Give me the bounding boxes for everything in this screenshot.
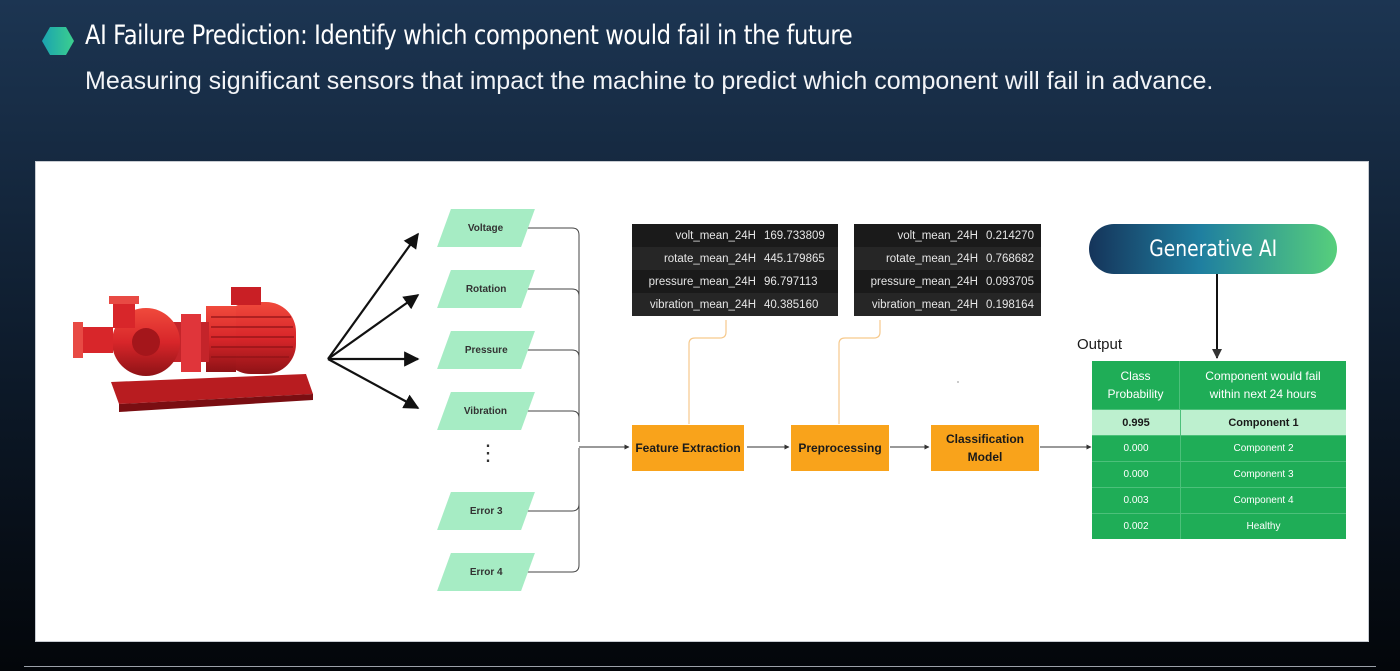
footer-divider [24, 666, 1376, 667]
input-error-3: Error 3 [437, 492, 535, 530]
input-vibration: Vibration [437, 392, 535, 430]
red-pump-image [73, 287, 313, 412]
page-title: AI Failure Prediction: Identify which co… [85, 20, 853, 51]
flow-connectors [327, 227, 1222, 573]
input-pressure: Pressure [437, 331, 535, 369]
preprocessing-step: Preprocessing [791, 425, 889, 471]
output-label: Output [1077, 336, 1123, 353]
input-rotation: Rotation [437, 270, 535, 308]
sensor-arrows [327, 232, 420, 409]
feature-extraction-step: Feature Extraction [632, 425, 744, 471]
input-voltage: Voltage [437, 209, 535, 247]
output-table: Class Probability Component would fail w… [1092, 361, 1346, 539]
hexagon-bullet-icon [42, 27, 74, 55]
generative-ai-pill: Generative AI [1089, 224, 1337, 274]
stray-dot [957, 381, 959, 383]
column-header: Component would fail within next 24 hour… [1205, 369, 1321, 401]
page-subtitle: Measuring significant sensors that impac… [85, 67, 1214, 95]
ellipsis: ⋮ [477, 440, 499, 465]
diagram-panel: Voltage Rotation Pressure Vibration ⋮ Er… [35, 161, 1369, 642]
input-error-4: Error 4 [437, 553, 535, 591]
classification-model-step: Classification Model [931, 425, 1039, 471]
output-table-header: Class Probability Component would fail w… [1092, 361, 1346, 409]
column-header: Class Probability [1092, 361, 1180, 409]
